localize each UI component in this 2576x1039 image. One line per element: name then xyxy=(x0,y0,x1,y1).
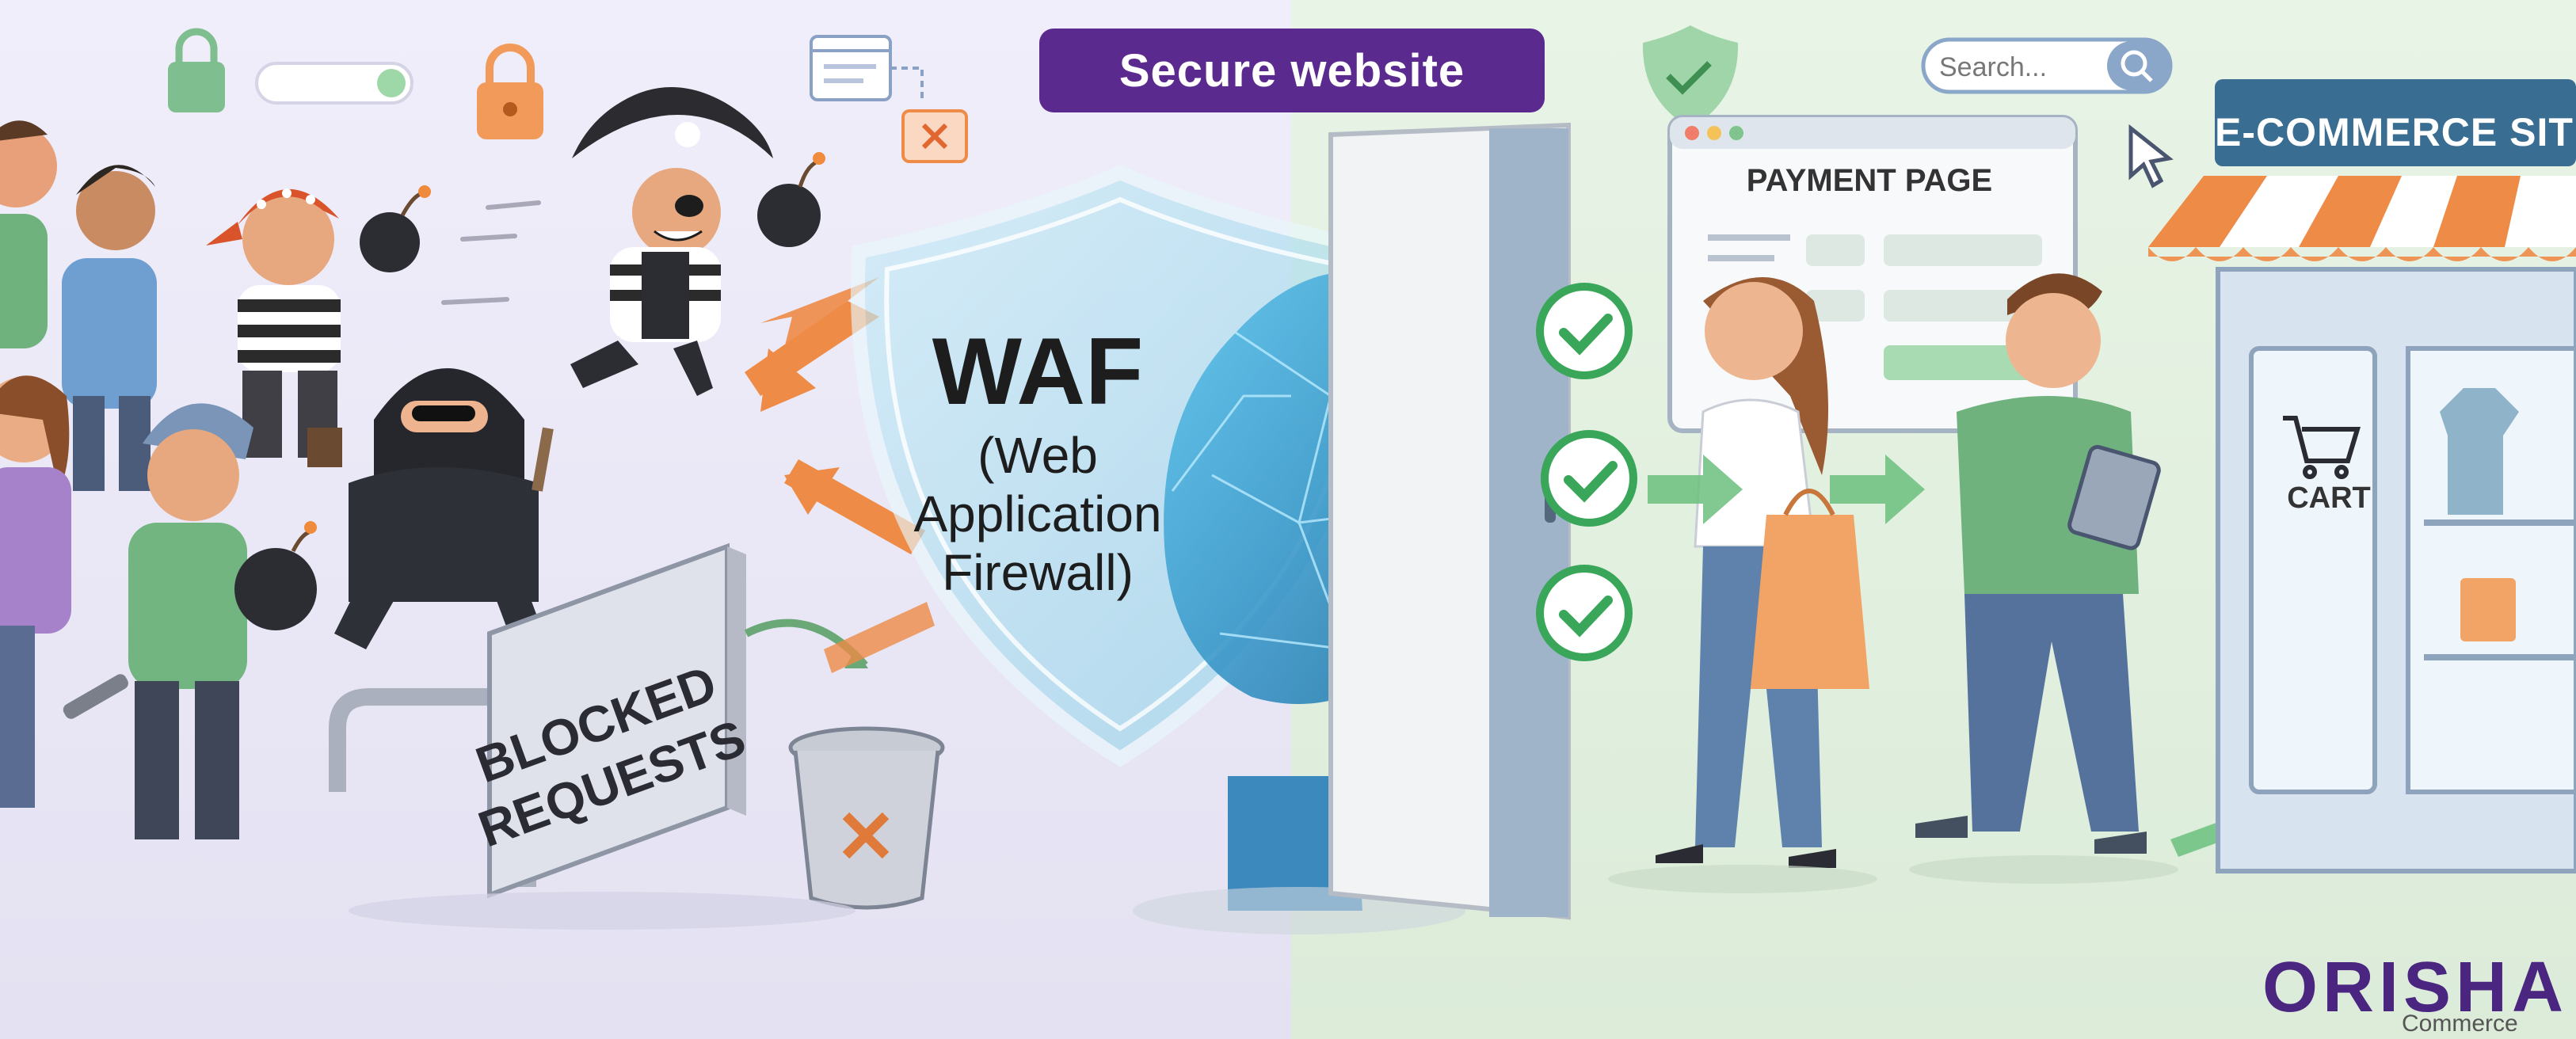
person xyxy=(62,165,157,491)
awning xyxy=(2148,176,2576,261)
motion-lines xyxy=(441,200,541,305)
bomb-icon xyxy=(360,185,431,272)
page-title: Secure website xyxy=(1039,29,1545,112)
storefront xyxy=(2148,79,2576,873)
cart-label: CART xyxy=(2287,481,2371,515)
person xyxy=(0,375,71,808)
search-bar xyxy=(1921,37,2173,94)
pirate-captain-attacker xyxy=(570,87,773,396)
payment-page-title: PAYMENT PAGE xyxy=(1746,163,1993,198)
lock-icon xyxy=(168,28,225,112)
lock-icon xyxy=(477,44,543,139)
shopping-cart-icon xyxy=(2283,416,2361,479)
browser-window-icon xyxy=(810,35,968,163)
waf-subtitle: (Web Application Firewall) xyxy=(913,427,1162,601)
arrow-icon xyxy=(745,277,879,412)
brand-logo: ORISHA xyxy=(2262,948,2569,1027)
cursor-icon xyxy=(2128,124,2174,188)
search-icon xyxy=(2121,50,2147,77)
shopping-bag xyxy=(1751,515,1869,689)
search-placeholder: Search... xyxy=(1939,52,2048,82)
person xyxy=(0,120,57,348)
blocked-requests-barrier: BLOCKED REQUESTS xyxy=(329,542,753,899)
person xyxy=(63,403,253,839)
x-icon xyxy=(842,812,890,859)
shield-check-icon xyxy=(1642,25,1739,128)
hacker-attacker xyxy=(334,368,554,649)
shopper-man xyxy=(1915,273,2161,854)
shopper-woman xyxy=(1656,277,1869,868)
pirate-attacker xyxy=(206,188,342,467)
toggle-icon xyxy=(255,62,413,105)
bomb-icon xyxy=(757,152,825,247)
checkmark-icon xyxy=(1536,565,1633,661)
bomb-icon xyxy=(234,521,317,630)
waf-title: WAF xyxy=(932,318,1144,424)
brand-tagline: Commerce xyxy=(2402,1010,2518,1037)
doorway xyxy=(1328,122,1571,920)
skull-flag-icon xyxy=(675,122,700,147)
checkmark-icon xyxy=(1541,430,1637,527)
checkmark-icon xyxy=(1536,283,1633,379)
store-sign: E-COMMERCE SITE xyxy=(2215,110,2576,154)
attacker-crowd xyxy=(0,87,825,839)
arrow-icon xyxy=(784,459,935,673)
